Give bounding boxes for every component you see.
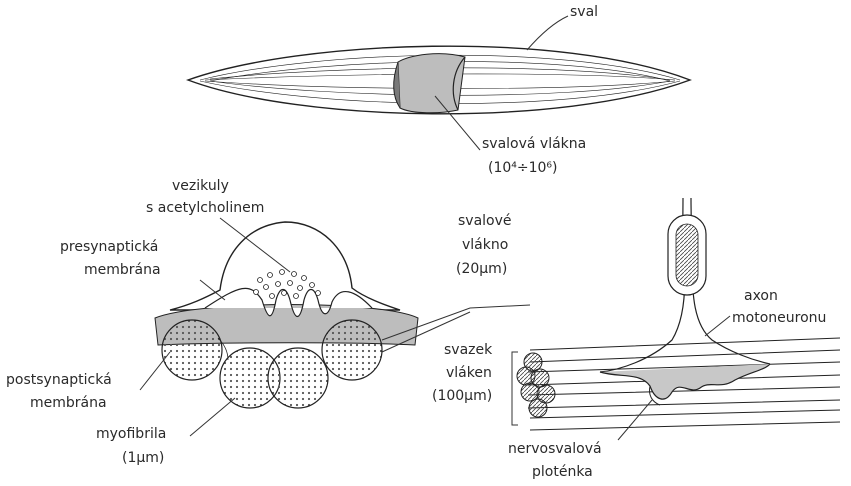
synapse-cross-section [155,222,418,408]
label-axon-motoneuronu: motoneuronu [732,310,826,326]
label-svalove-vlakno: svalové [458,213,512,229]
label-svalova-vlakna-range: (10⁴÷10⁶) [488,160,558,176]
label-presynapticka: presynaptická [60,239,158,255]
label-svalova-vlakna: svalová vlákna [482,136,586,152]
label-vezikuly-acetylcholin: s acetylcholinem [146,200,264,216]
label-axon: axon [744,288,778,304]
label-sval: sval [570,4,598,20]
label-svalove-vlakno-2: vlákno [462,237,508,253]
label-svazek: svazek [444,342,493,358]
myofibrila-leader-line [190,398,235,436]
label-nervosvalova: nervosvalová [508,441,602,457]
label-nervosvalova-plotenka: ploténka [532,464,593,480]
axon-leader-line [705,316,730,336]
label-svalove-vlakno-size: (20μm) [456,261,507,277]
whole-muscle [188,46,690,114]
label-postsynapticka-membrana: membrána [30,395,107,411]
label-postsynapticka: postsynaptická [6,372,112,388]
label-svazek-vlaken: vláken [446,365,492,381]
label-vezikuly: vezikuly [172,178,229,194]
sval-leader-line [527,16,568,50]
label-myofibrila-size: (1μm) [122,450,164,466]
postsynapticka-leader-line [140,352,170,390]
label-presynapticka-membrana: membrána [84,262,161,278]
label-svazek-size: (100μm) [432,388,492,404]
svazek-bracket [512,352,518,425]
label-myofibrila: myofibrila [96,426,166,442]
